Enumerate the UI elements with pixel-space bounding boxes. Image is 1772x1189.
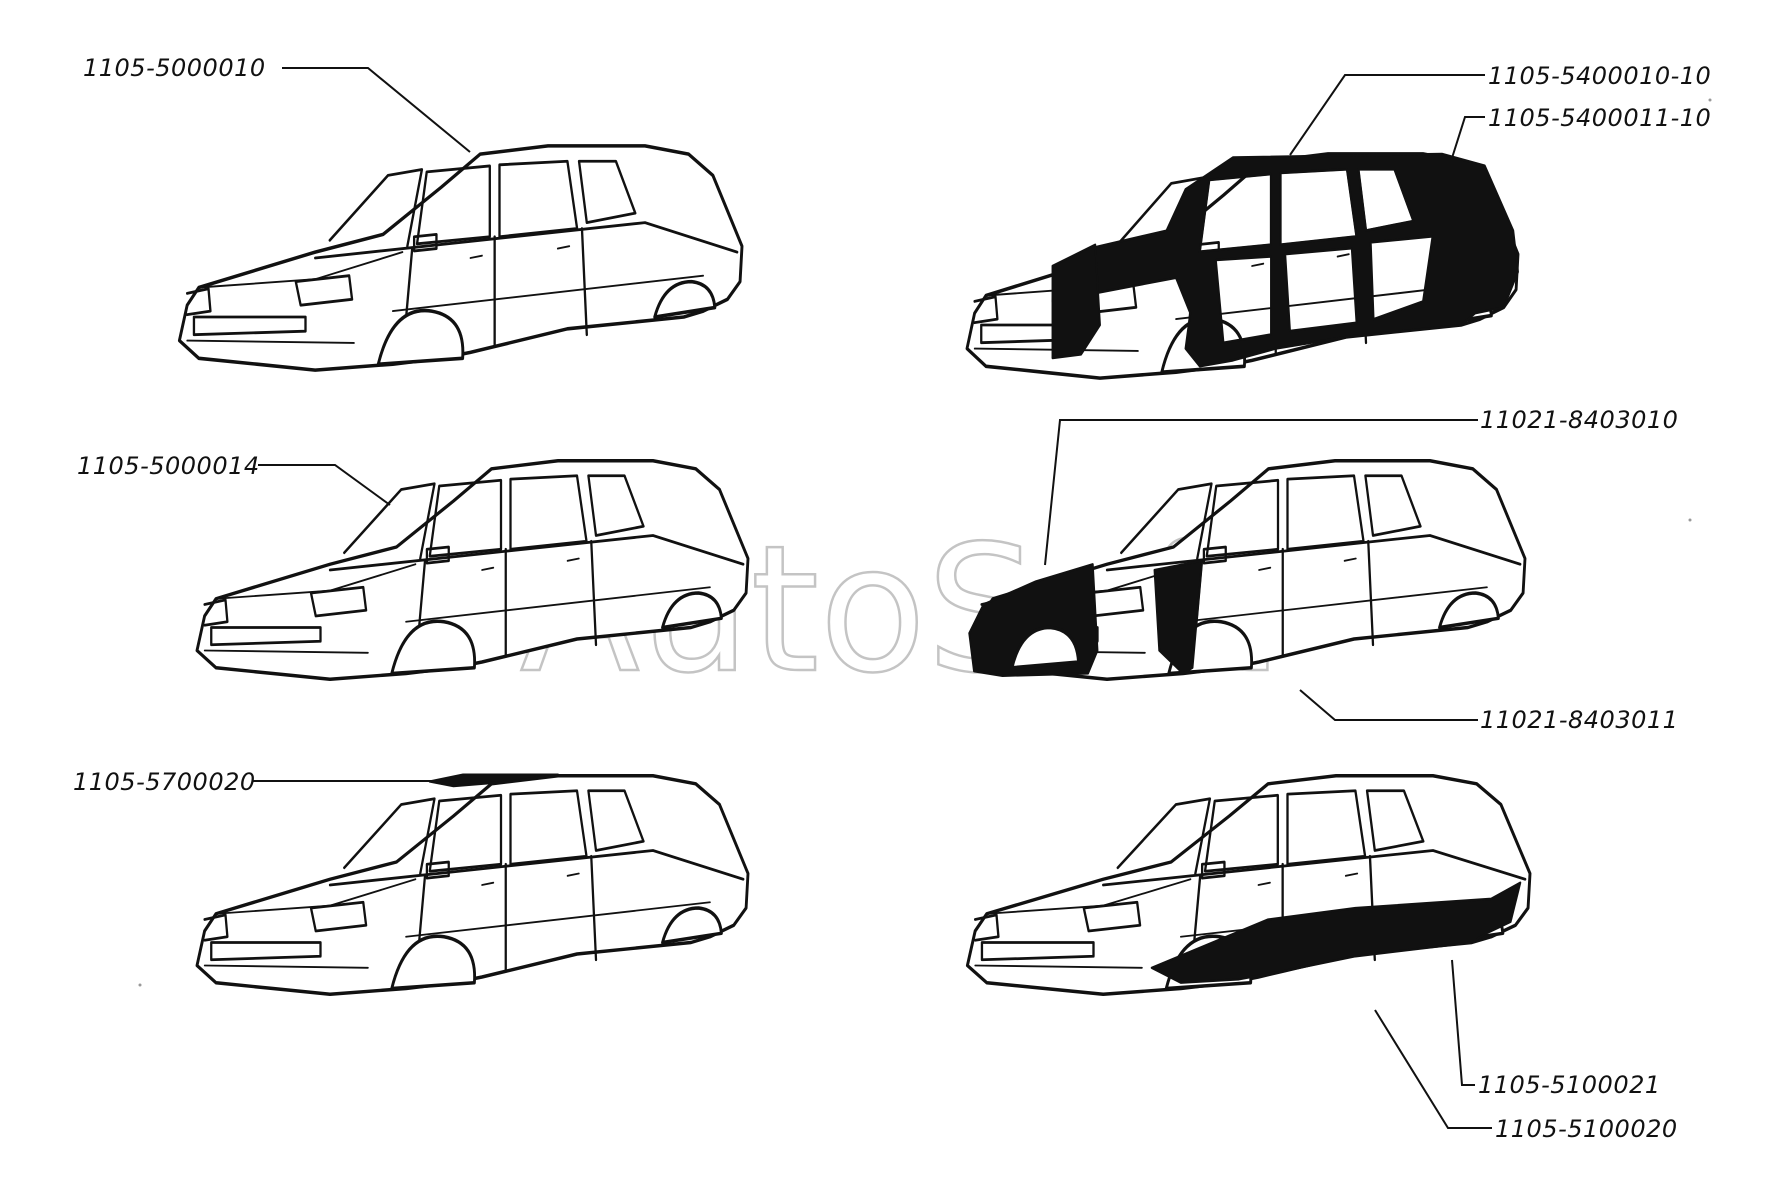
car-floor-panel (965, 774, 1532, 996)
label-11021-8403010: 11021-8403010 (1044, 406, 1678, 566)
label-11021-8403011: 11021-8403011 (1299, 689, 1678, 734)
part-label: 1105-5000014 (77, 452, 260, 480)
label-1105-5000014: 1105-5000014 (77, 452, 391, 506)
label-1105-5400010-10: 1105-5400010-10 (1289, 62, 1711, 156)
car-roof-panel (195, 773, 750, 996)
car-front-wings (968, 459, 1527, 681)
speck (1708, 98, 1712, 102)
part-label: 1105-5400010-10 (1488, 62, 1711, 90)
label-1105-5000010: 1105-5000010 (83, 54, 471, 153)
part-label: 11021-8403010 (1480, 406, 1678, 434)
speck (138, 983, 142, 987)
label-1105-5700020: 1105-5700020 (73, 768, 465, 796)
speck (1688, 518, 1692, 522)
label-1105-5400011-10: 1105-5400011-10 (1451, 104, 1711, 159)
car-body-complete (177, 144, 744, 372)
part-label: 1105-5700020 (73, 768, 256, 796)
label-1105-5100020: 1105-5100020 (1374, 1009, 1678, 1143)
part-label: 1105-5100021 (1478, 1071, 1661, 1099)
part-label: 1105-5100020 (1495, 1115, 1678, 1143)
label-1105-5100021: 1105-5100021 (1451, 959, 1661, 1099)
part-label: 11021-8403011 (1480, 706, 1678, 734)
part-label: 1105-5000010 (83, 54, 266, 82)
part-label: 1105-5400011-10 (1488, 104, 1711, 132)
car-side-frames (965, 152, 1520, 380)
